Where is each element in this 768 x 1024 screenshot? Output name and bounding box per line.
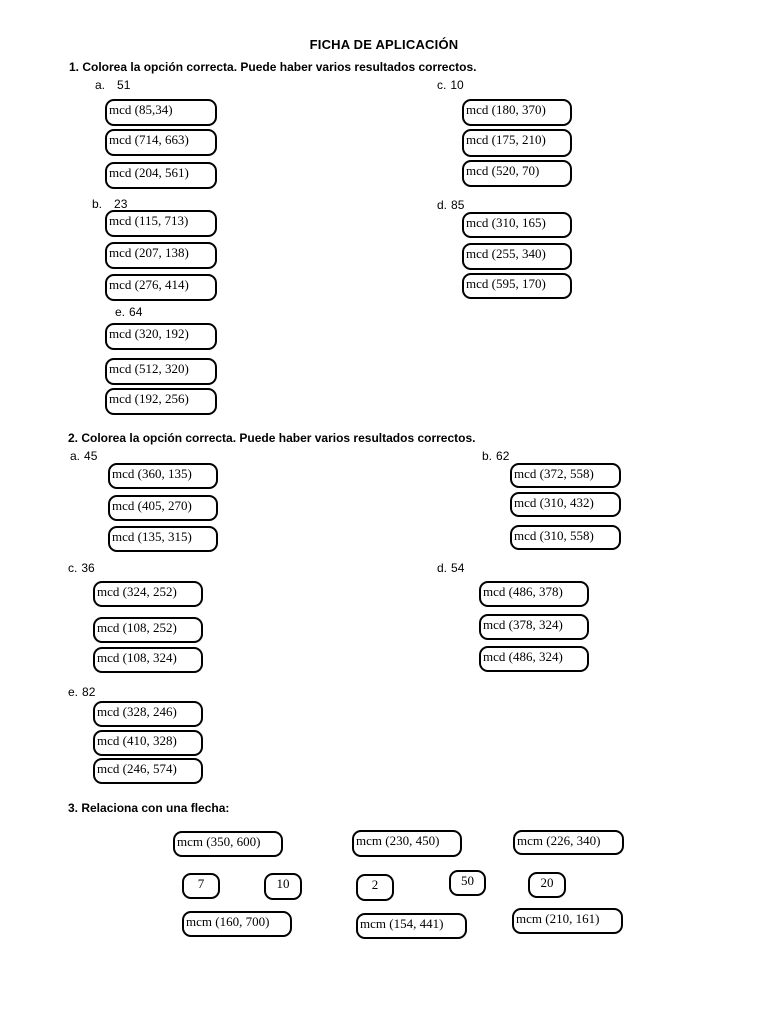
mcm-box[interactable]: mcm (350, 600) xyxy=(173,831,283,857)
mcd-option-box[interactable]: mcd (328, 246) xyxy=(93,701,203,727)
group-label-2a: a. 45 xyxy=(70,449,97,463)
group-label-1e: e. 64 xyxy=(115,305,142,319)
group-letter: c. xyxy=(68,561,78,575)
group-letter: a. xyxy=(70,449,81,463)
number-box[interactable]: 20 xyxy=(528,872,566,898)
mcd-option-box[interactable]: mcd (714, 663) xyxy=(105,129,217,156)
exercise3-instruction: 3. Relaciona con una flecha: xyxy=(68,801,230,815)
group-label-1c: c. 10 xyxy=(437,78,464,92)
group-number: 51 xyxy=(117,78,131,92)
mcd-option-box[interactable]: mcd (378, 324) xyxy=(479,614,589,640)
group-label-1a: a. 51 xyxy=(95,78,130,92)
group-letter: b. xyxy=(92,197,103,211)
mcd-option-box[interactable]: mcd (180, 370) xyxy=(462,99,572,126)
mcd-option-box[interactable]: mcd (276, 414) xyxy=(105,274,217,301)
group-label-2e: e. 82 xyxy=(68,685,95,699)
exercise1-instruction: 1. Colorea la opción correcta. Puede hab… xyxy=(69,60,477,74)
mcd-option-box[interactable]: mcd (192, 256) xyxy=(105,388,217,415)
group-number: 82 xyxy=(82,685,96,699)
mcd-option-box[interactable]: mcd (320, 192) xyxy=(105,323,217,350)
mcd-option-box[interactable]: mcd (372, 558) xyxy=(510,463,621,488)
mcd-option-box[interactable]: mcd (405, 270) xyxy=(108,495,218,521)
group-number: 64 xyxy=(129,305,143,319)
page-title: FICHA DE APLICACIÓN xyxy=(309,37,459,52)
group-letter: c. xyxy=(437,78,447,92)
mcd-option-box[interactable]: mcd (595, 170) xyxy=(462,273,572,299)
mcd-option-box[interactable]: mcd (175, 210) xyxy=(462,129,572,157)
mcd-option-box[interactable]: mcd (410, 328) xyxy=(93,730,203,756)
mcd-option-box[interactable]: mcd (310, 432) xyxy=(510,492,621,517)
mcd-option-box[interactable]: mcd (115, 713) xyxy=(105,210,217,237)
group-label-2b: b. 62 xyxy=(482,449,509,463)
group-letter: d. xyxy=(437,198,448,212)
group-label-1d: d. 85 xyxy=(437,198,464,212)
mcd-option-box[interactable]: mcd (108, 252) xyxy=(93,617,203,643)
mcd-option-box[interactable]: mcd (486, 378) xyxy=(479,581,589,607)
mcm-box[interactable]: mcm (160, 700) xyxy=(182,911,292,937)
mcd-option-box[interactable]: mcd (204, 561) xyxy=(105,162,217,189)
mcd-option-box[interactable]: mcd (512, 320) xyxy=(105,358,217,385)
group-letter: b. xyxy=(482,449,493,463)
exercise2-instruction: 2. Colorea la opción correcta. Puede hab… xyxy=(68,431,476,445)
group-letter: e. xyxy=(68,685,79,699)
mcd-option-box[interactable]: mcd (486, 324) xyxy=(479,646,589,672)
mcd-option-box[interactable]: mcd (310, 558) xyxy=(510,525,621,550)
mcd-option-box[interactable]: mcd (246, 574) xyxy=(93,758,203,784)
group-letter: e. xyxy=(115,305,126,319)
group-label-1b: b. 23 xyxy=(92,197,127,211)
mcm-box[interactable]: mcm (210, 161) xyxy=(512,908,623,934)
group-letter: a. xyxy=(95,78,106,92)
mcd-option-box[interactable]: mcd (324, 252) xyxy=(93,581,203,607)
group-number: 23 xyxy=(114,197,128,211)
mcd-option-box[interactable]: mcd (255, 340) xyxy=(462,243,572,270)
mcd-option-box[interactable]: mcd (207, 138) xyxy=(105,242,217,269)
mcm-box[interactable]: mcm (154, 441) xyxy=(356,913,467,939)
mcd-option-box[interactable]: mcd (108, 324) xyxy=(93,647,203,673)
group-number: 54 xyxy=(451,561,465,575)
mcm-box[interactable]: mcm (226, 340) xyxy=(513,830,624,855)
mcd-option-box[interactable]: mcd (135, 315) xyxy=(108,526,218,552)
group-number: 10 xyxy=(450,78,464,92)
number-box[interactable]: 7 xyxy=(182,873,220,899)
mcd-option-box[interactable]: mcd (520, 70) xyxy=(462,160,572,187)
mcd-option-box[interactable]: mcd (310, 165) xyxy=(462,212,572,238)
group-label-2c: c. 36 xyxy=(68,561,95,575)
mcd-option-box[interactable]: mcd (85,34) xyxy=(105,99,217,126)
group-number: 36 xyxy=(81,561,95,575)
number-box[interactable]: 50 xyxy=(449,870,486,896)
number-box[interactable]: 2 xyxy=(356,874,394,901)
mcm-box[interactable]: mcm (230, 450) xyxy=(352,830,462,857)
number-box[interactable]: 10 xyxy=(264,873,302,900)
group-number: 45 xyxy=(84,449,98,463)
mcd-option-box[interactable]: mcd (360, 135) xyxy=(108,463,218,489)
group-label-2d: d. 54 xyxy=(437,561,464,575)
group-number: 62 xyxy=(496,449,510,463)
group-letter: d. xyxy=(437,561,448,575)
group-number: 85 xyxy=(451,198,465,212)
